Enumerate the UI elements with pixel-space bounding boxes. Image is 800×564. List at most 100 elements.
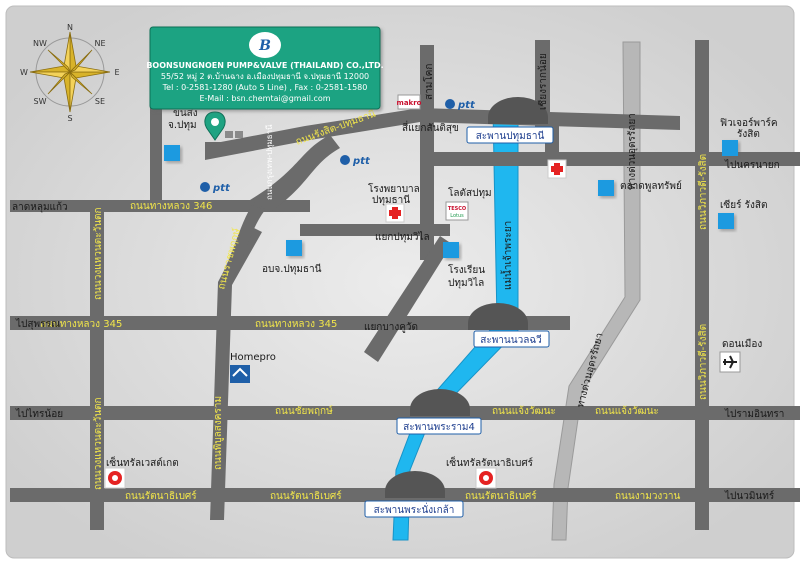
dir-ramintra: ไปรามอินทรา xyxy=(724,408,784,420)
svg-text:ptt: ptt xyxy=(352,156,371,167)
ptt-icon: ptt xyxy=(445,99,476,111)
label-chaengwattana-1: ถนนแจ้งวัฒนะ xyxy=(492,405,556,417)
label-west-ring-2: ถนนวงแหวนตะวันตก xyxy=(93,397,104,490)
road-pathumwilai-jct xyxy=(300,224,450,236)
place-samkok: สามโคก xyxy=(422,64,435,100)
ptt-icon: ptt xyxy=(340,155,371,167)
road-curve-346 xyxy=(250,135,340,212)
company-logo-icon xyxy=(249,32,281,58)
label-vibhavadi-1: ถนนวิภาวดี-รังสิต xyxy=(697,154,709,230)
place-chiangrak: เชียงรากน้อย xyxy=(537,53,549,110)
road-transport xyxy=(150,105,162,205)
place-obj: อบจ.ปทุมธานี xyxy=(262,263,322,275)
central-rattana-icon xyxy=(475,467,497,489)
place-future-1: ฟิวเจอร์พาร์ค xyxy=(720,117,778,129)
junction-bangkhuwat: แยกบางคูวัด xyxy=(364,322,418,333)
dir-ladlumkaeo: ลาดหลุมแก้ว xyxy=(12,201,68,213)
company-tel: Tel : 0-2581-1280 (Auto 5 Line) , Fax : … xyxy=(162,83,368,92)
place-central-west: เซ็นทรัลเวสต์เกต xyxy=(106,455,179,469)
bridge-rama4: สะพานพระราม4 xyxy=(403,422,475,433)
road-rajapruek xyxy=(210,225,262,520)
dir-nawamin: ไปนวมินทร์ xyxy=(724,490,775,502)
label-rattanathibet-1: ถนนรัตนาธิเบศร์ xyxy=(125,490,197,502)
place-hospital-1: โรงพยาบาล xyxy=(368,182,420,195)
compass-e: E xyxy=(114,68,119,77)
bridge-labels: สะพานปทุมธานี สะพานนวลฉวี สะพานพระราม4 ส… xyxy=(364,126,554,518)
company-name: BOONSUNGNOEN PUMP&VALVE (THAILAND) CO.,L… xyxy=(146,61,383,70)
road-345 xyxy=(10,316,570,330)
company-info-box: B BOONSUNGNOEN PUMP&VALVE (THAILAND) CO.… xyxy=(146,26,384,110)
svg-text:Lotus: Lotus xyxy=(450,213,464,219)
place-lotus: โลตัสปทุม xyxy=(448,186,492,199)
dir-sainoi: ไปไทรน้อย xyxy=(15,408,63,420)
place-homepro: Homepro xyxy=(230,352,276,363)
place-donmuang: ดอนเมือง xyxy=(722,338,762,350)
place-zeer: เซียร์ รังสิต xyxy=(720,199,767,211)
label-rattanathibet-3: ถนนรัตนาธิเบศร์ xyxy=(465,490,537,502)
place-hospital-2: ปทุมธานี xyxy=(372,194,410,206)
compass-se: SE xyxy=(95,97,105,106)
central-westgate-icon xyxy=(104,467,126,489)
label-udonrattaya-1: ทางด่วนอุดรรัถยา xyxy=(627,113,638,190)
place-market: ตลาดพูลทรัพย์ xyxy=(620,180,682,192)
svg-text:B: B xyxy=(258,38,271,54)
label-r345-right: ถนนทางหลวง 345 xyxy=(255,319,337,330)
place-labels: ลาดหลุมแก้ว ไปสุพรรณ ไปไทรน้อย ไปนครนายก… xyxy=(12,53,784,502)
company-location-pin xyxy=(204,111,247,148)
road-chaengwattana xyxy=(10,406,800,420)
place-markers: TESCO Lotus makro ptt ptt ptt xyxy=(104,94,741,489)
tesco-lotus-icon: TESCO Lotus xyxy=(445,201,469,221)
road-west-ring xyxy=(90,200,104,530)
compass-sw: SW xyxy=(34,97,47,106)
airport-icon xyxy=(719,351,741,373)
label-phibun: ถนนพิบูลสงคราม xyxy=(213,396,224,470)
road-nakhonnayok xyxy=(430,152,800,166)
road-vibhavadi xyxy=(695,40,709,530)
homepro-icon xyxy=(230,365,250,383)
svg-text:makro: makro xyxy=(397,99,422,107)
compass-w: W xyxy=(20,68,28,77)
place-future-2: รังสิต xyxy=(737,129,760,140)
place-transport-2: จ.ปทุม xyxy=(168,120,197,131)
marker-school xyxy=(443,242,459,258)
label-river: แม่น้ำเจ้าพระยา xyxy=(500,221,514,290)
place-school-1: โรงเรียน xyxy=(448,263,485,276)
hospital-icon xyxy=(385,203,405,223)
compass-ne: NE xyxy=(94,39,105,48)
road-diagonal-bangkhuwat xyxy=(364,236,452,362)
label-r346: ถนนทางหลวง 346 xyxy=(130,201,212,212)
company-address: 55/52 หมู่ 2 ต.บ้านฉาง อ.เมืองปทุมธานี จ… xyxy=(161,72,369,82)
bridge-arcs xyxy=(385,97,548,498)
svg-text:ptt: ptt xyxy=(212,183,231,194)
label-soi-top: ถนนกรุงเทพ-ปทุมธานี xyxy=(265,124,274,200)
label-west-ring: ถนนวงแหวนตะวันตก xyxy=(93,207,104,300)
makro-icon: makro xyxy=(397,94,422,110)
svg-text:TESCO: TESCO xyxy=(448,206,466,212)
road-samkok xyxy=(420,45,434,125)
marker-transport xyxy=(164,145,180,161)
label-rattanathibet-2: ถนนรัตนาธิเบศร์ xyxy=(270,490,342,502)
bridge-pathumthani: สะพานปทุมธานี xyxy=(476,130,545,142)
junction-pathumwilai: แยกปทุมวิไล xyxy=(375,231,430,243)
marker-future xyxy=(722,140,738,156)
place-central-rattana: เซ็นทรัลรัตนาธิเบศร์ xyxy=(446,455,534,469)
compass-s: S xyxy=(67,114,72,123)
compass-nw: NW xyxy=(33,39,47,48)
clinic-icon xyxy=(547,159,567,179)
compass-rose: N NE E SE S SW W NW xyxy=(20,23,119,123)
road-network xyxy=(10,40,800,530)
svg-text:ptt: ptt xyxy=(457,100,476,111)
label-ngamwongwan: ถนนงามวงวาน xyxy=(615,491,681,502)
place-transport-1: ขนส่ง xyxy=(173,108,198,119)
junction-sansuk: สี่แยกสันติสุข xyxy=(402,120,459,134)
label-chaengwattana-2: ถนนแจ้งวัฒนะ xyxy=(595,405,659,417)
dir-nakhonnayok: ไปนครนายก xyxy=(724,159,780,171)
company-email: E-Mail : bsn.chemtai@gmail.com xyxy=(199,94,330,103)
bridge-nonthaburi: สะพานนวลฉวี xyxy=(480,334,542,346)
place-school-2: ปทุมวิไล xyxy=(448,277,484,289)
ptt-icon: ptt xyxy=(200,182,231,194)
marker-obj xyxy=(286,240,302,256)
marker-zeer xyxy=(718,213,734,229)
